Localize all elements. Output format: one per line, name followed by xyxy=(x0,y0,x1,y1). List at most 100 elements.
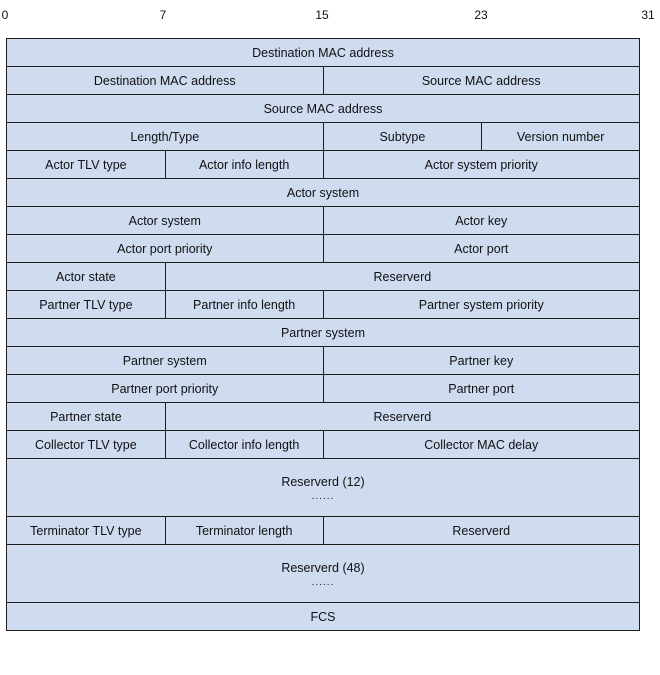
field-row: Collector TLV type Collector info length C… xyxy=(6,431,640,459)
field-cell: Partner system priority xyxy=(323,291,640,319)
field-label: Reserverd (12) xyxy=(281,474,365,489)
field-row: Reserverd (48)...... xyxy=(6,545,640,603)
field-label: FCS xyxy=(310,609,336,624)
field-label: Length/Type xyxy=(130,129,200,144)
field-cell: Destination MAC address xyxy=(7,67,324,95)
bit-tick: 23 xyxy=(474,8,488,22)
field-cell: Actor port priority xyxy=(7,235,324,263)
bit-tick: 0 xyxy=(1,8,9,22)
field-cell: Collector MAC delay xyxy=(323,431,640,459)
field-row: Destination MAC address xyxy=(6,38,640,67)
field-row: Partner port priority Partner port xyxy=(6,375,640,403)
field-cell: Reserverd xyxy=(165,403,640,431)
field-row: FCS xyxy=(6,603,640,631)
field-cell: Length/Type xyxy=(7,123,324,151)
field-label: Actor info length xyxy=(198,157,290,172)
bit-scale: 0 7 15 23 31 xyxy=(0,8,660,24)
field-cell: Subtype xyxy=(323,123,483,151)
field-cell: Partner system xyxy=(7,347,324,375)
field-label: Partner port xyxy=(448,381,515,396)
field-label: Version number xyxy=(516,129,605,144)
field-cell: Partner port priority xyxy=(7,375,324,403)
field-cell: Reserverd xyxy=(323,517,640,545)
field-label: Reserverd (48) xyxy=(281,560,365,575)
field-row: Actor port priority Actor port xyxy=(6,235,640,263)
field-label: Source MAC address xyxy=(421,73,541,88)
field-cell: Partner state xyxy=(7,403,166,431)
field-label: Subtype xyxy=(379,129,426,144)
field-cell: Actor TLV type xyxy=(7,151,166,179)
field-cell: Terminator length xyxy=(165,517,324,545)
field-cell: Reserverd (12)...... xyxy=(7,459,640,517)
field-label: Actor system priority xyxy=(424,157,538,172)
field-label: Destination MAC address xyxy=(252,45,394,60)
field-cell: Actor info length xyxy=(165,151,324,179)
field-row: Actor system Actor key xyxy=(6,207,640,235)
field-label: Reserverd xyxy=(373,269,432,284)
field-label: Partner system xyxy=(280,325,366,340)
field-label: Partner state xyxy=(50,409,122,424)
field-label: Collector MAC delay xyxy=(424,437,539,452)
field-cell: Reserverd xyxy=(165,263,640,291)
field-label: Actor state xyxy=(56,269,116,284)
field-cell: Partner TLV type xyxy=(7,291,166,319)
field-cell: Partner system xyxy=(7,319,640,347)
field-cell: Reserverd (48)...... xyxy=(7,545,640,603)
field-label: Actor key xyxy=(455,213,508,228)
field-row: Partner TLV type Partner info length Partn… xyxy=(6,291,640,319)
field-row: Partner state Reserverd xyxy=(6,403,640,431)
field-cell: Version number xyxy=(482,123,640,151)
field-label: Terminator length xyxy=(195,523,293,538)
field-label: Destination MAC address xyxy=(93,73,236,88)
bit-tick: 31 xyxy=(641,8,655,22)
field-cell: Actor port xyxy=(323,235,640,263)
field-cell: Collector info length xyxy=(165,431,324,459)
field-row: Destination MAC address Source MAC addres… xyxy=(6,67,640,95)
field-label: Terminator TLV type xyxy=(30,523,142,538)
field-label: Partner key xyxy=(449,353,514,368)
field-row: Actor system xyxy=(6,179,640,207)
bit-tick: 7 xyxy=(159,8,167,22)
bit-tick: 15 xyxy=(315,8,329,22)
field-cell: FCS xyxy=(7,603,640,631)
field-row: Partner system xyxy=(6,319,640,347)
field-label: Partner info length xyxy=(193,297,296,312)
field-label: Source MAC address xyxy=(263,101,383,116)
field-label: Actor port xyxy=(454,241,509,256)
field-cell: Actor system priority xyxy=(323,151,640,179)
field-label: Actor system xyxy=(286,185,360,200)
field-row: Terminator TLV type Terminator length Rese… xyxy=(6,517,640,545)
field-cell: Partner info length xyxy=(165,291,324,319)
field-label: Reserverd xyxy=(373,409,432,424)
field-cell: Actor state xyxy=(7,263,166,291)
field-label: Actor system xyxy=(128,213,201,228)
field-row: Source MAC address xyxy=(6,95,640,123)
field-label: Collector info length xyxy=(188,437,300,452)
field-cell: Actor key xyxy=(323,207,640,235)
field-cell: Partner port xyxy=(323,375,640,403)
field-cell: Partner key xyxy=(323,347,640,375)
ellipsis-dots: ...... xyxy=(311,576,335,588)
field-label: Partner TLV type xyxy=(39,297,133,312)
field-label: Reserverd xyxy=(452,523,511,538)
field-cell: Destination MAC address xyxy=(7,39,640,67)
field-cell: Source MAC address xyxy=(7,95,640,123)
field-row: Length/Type Subtype Version number xyxy=(6,123,640,151)
field-cell: Source MAC address xyxy=(323,67,640,95)
field-row: Reserverd (12)...... xyxy=(6,459,640,517)
field-cell: Collector TLV type xyxy=(7,431,166,459)
field-label: Collector TLV type xyxy=(35,437,137,452)
field-cell: Terminator TLV type xyxy=(7,517,166,545)
field-row: Actor TLV type Actor info length Actor sys… xyxy=(6,151,640,179)
field-row: Actor state Reserverd xyxy=(6,263,640,291)
field-label: Actor TLV type xyxy=(45,157,127,172)
field-label: Partner port priority xyxy=(111,381,219,396)
field-row: Partner system Partner key xyxy=(6,347,640,375)
field-label: Partner system priority xyxy=(418,297,544,312)
ellipsis-dots: ...... xyxy=(311,490,335,502)
field-label: Actor port priority xyxy=(117,241,213,256)
field-cell: Actor system xyxy=(7,179,640,207)
field-label: Partner system xyxy=(122,353,207,368)
field-cell: Actor system xyxy=(7,207,324,235)
